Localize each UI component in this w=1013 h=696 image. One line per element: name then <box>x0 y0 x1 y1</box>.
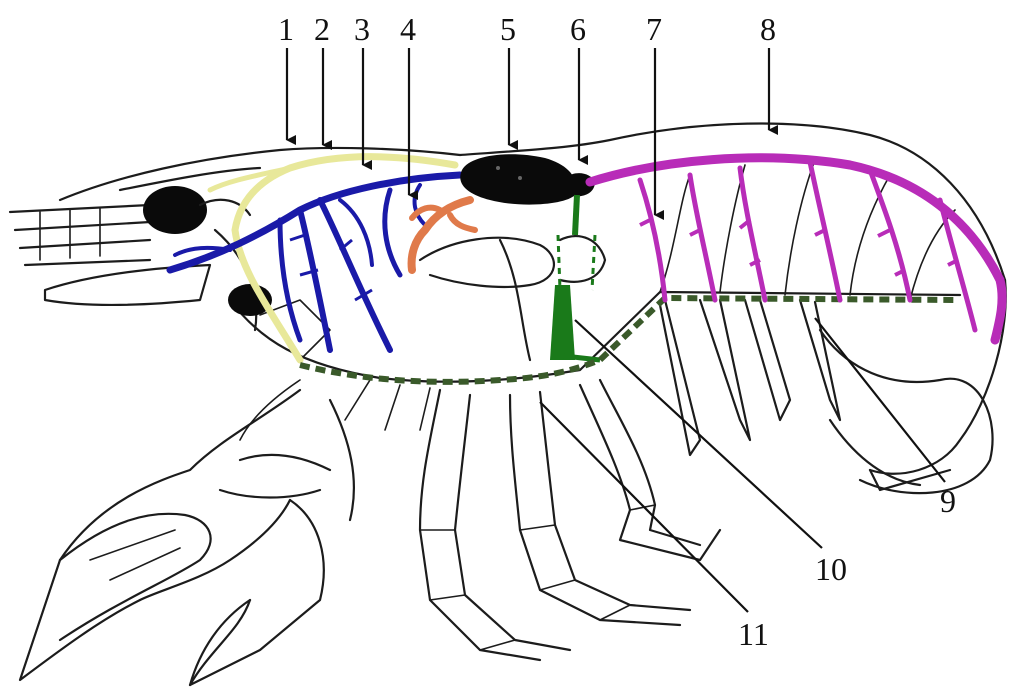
svg-text:2: 2 <box>314 11 330 47</box>
label-7: 7 <box>646 11 662 215</box>
label-6: 6 <box>570 11 586 160</box>
svg-text:7: 7 <box>646 11 662 47</box>
label-8: 8 <box>760 11 776 130</box>
svg-text:11: 11 <box>738 616 769 652</box>
label-2: 2 <box>314 11 330 145</box>
svg-text:1: 1 <box>278 11 294 47</box>
svg-text:9: 9 <box>940 483 956 519</box>
label-10: 10 <box>575 320 847 587</box>
label-5: 5 <box>500 11 516 145</box>
svg-text:10: 10 <box>815 551 847 587</box>
label-4: 4 <box>400 11 416 195</box>
svg-text:8: 8 <box>760 11 776 47</box>
svg-text:3: 3 <box>354 11 370 47</box>
crayfish-body-outline <box>10 124 1006 685</box>
label-3: 3 <box>354 11 370 165</box>
svg-text:5: 5 <box>500 11 516 47</box>
label-1: 1 <box>278 11 294 140</box>
svg-text:6: 6 <box>570 11 586 47</box>
svg-text:4: 4 <box>400 11 416 47</box>
label-11: 11 <box>540 402 769 652</box>
